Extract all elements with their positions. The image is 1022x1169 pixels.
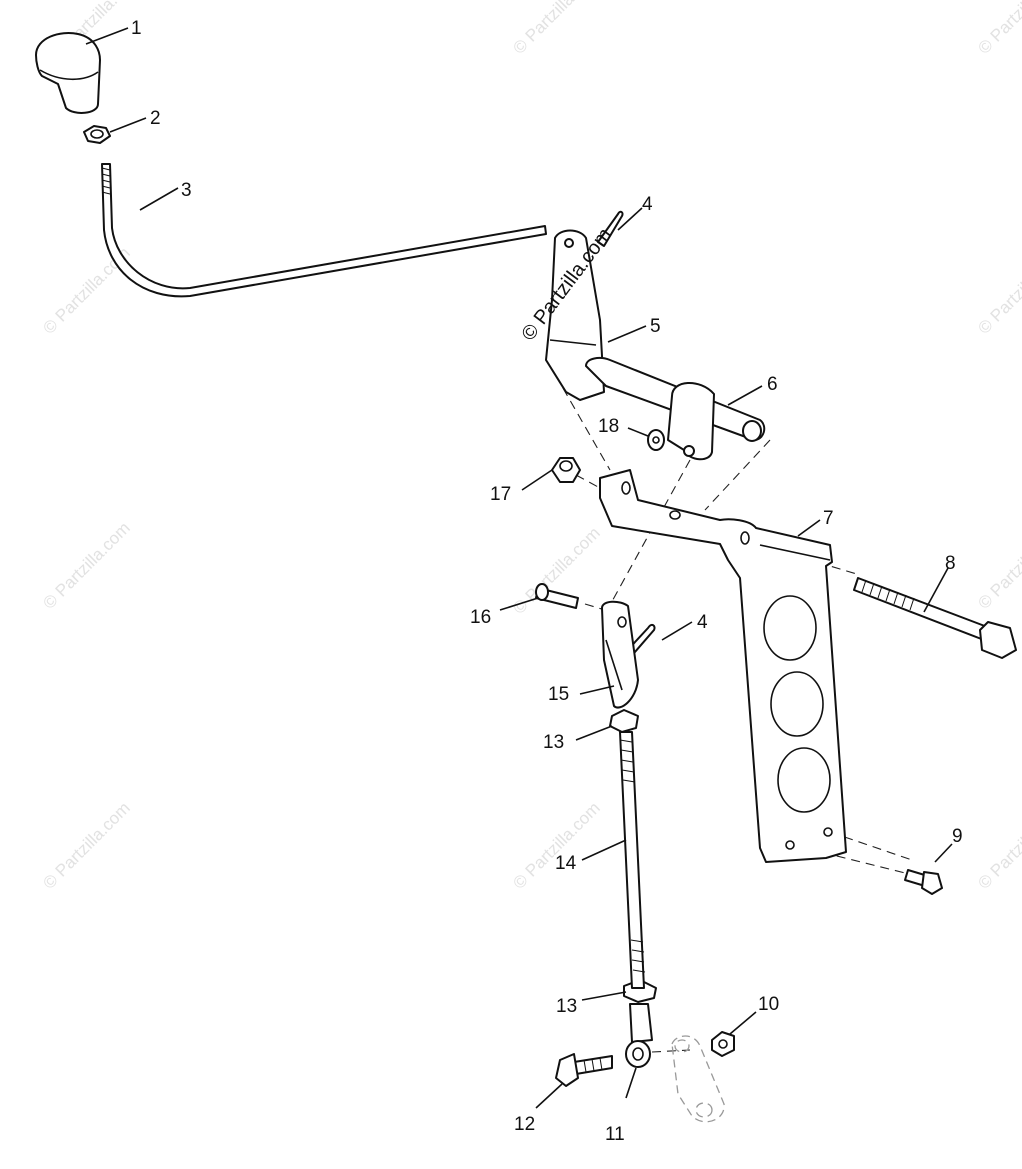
watermark-tile: © Partzilla.com: [974, 798, 1022, 892]
rod-end-nut: [711, 1031, 735, 1057]
mounting-bracket: [599, 469, 847, 863]
linkage-ghost: [671, 1035, 725, 1123]
shift-rod: [101, 163, 547, 298]
clevis-pin: [535, 583, 579, 609]
long-bolt: [853, 577, 1017, 659]
callout-17: 17: [490, 484, 511, 505]
small-bolt: [904, 869, 943, 895]
watermark-tile: © Partzilla.com: [509, 798, 603, 892]
watermark-tile: © Partzilla.com: [509, 0, 603, 58]
watermark-tile: © Partzilla.com: [39, 798, 133, 892]
callout-numbers: 1 2 3 4 5 6 18 17 7 8 16 4 15 13 14 9 13…: [131, 18, 963, 1145]
watermark-tiles: © Partzilla.com © Partzilla.com © Partzi…: [39, 0, 1022, 893]
callout-7: 7: [823, 508, 834, 529]
cotter-pin-upper: [597, 210, 624, 247]
pivot-shaft: [585, 357, 766, 461]
watermark-tile: © Partzilla.com: [974, 243, 1022, 337]
lever-nut: [551, 457, 581, 483]
callout-16: 16: [470, 607, 491, 628]
knob: [35, 32, 101, 114]
callout-15: 15: [548, 684, 569, 705]
shift-lever-arm: [545, 229, 605, 401]
callout-3: 3: [181, 180, 192, 201]
washer: [647, 429, 665, 451]
callout-10: 10: [758, 994, 779, 1015]
threaded-rod: [619, 731, 646, 989]
callout-5: 5: [650, 316, 661, 337]
knob-nut: [83, 125, 111, 144]
callout-2: 2: [150, 108, 161, 129]
callout-11: 11: [605, 1124, 625, 1145]
rod-end: [625, 1003, 653, 1068]
callout-13-lower: 13: [556, 996, 577, 1017]
callout-13-upper: 13: [543, 732, 564, 753]
leader-lines: [85, 27, 953, 1109]
assembly-guide-lines: [547, 361, 913, 1053]
callout-8: 8: [945, 553, 956, 574]
callout-4-upper: 4: [642, 194, 653, 215]
callout-9: 9: [952, 826, 963, 847]
callout-6: 6: [767, 374, 778, 395]
watermark-tile: © Partzilla.com: [39, 518, 133, 612]
rod-end-bolt: [555, 1053, 613, 1087]
callout-12: 12: [514, 1114, 535, 1135]
callout-4-lower: 4: [697, 612, 708, 633]
clevis: [601, 600, 639, 709]
watermark-tile: © Partzilla.com: [974, 518, 1022, 612]
callout-18: 18: [598, 416, 619, 437]
jam-nut-upper: [609, 709, 639, 733]
callout-14: 14: [555, 853, 577, 874]
watermark-tile: © Partzilla.com: [974, 0, 1022, 58]
callout-1: 1: [131, 18, 142, 39]
